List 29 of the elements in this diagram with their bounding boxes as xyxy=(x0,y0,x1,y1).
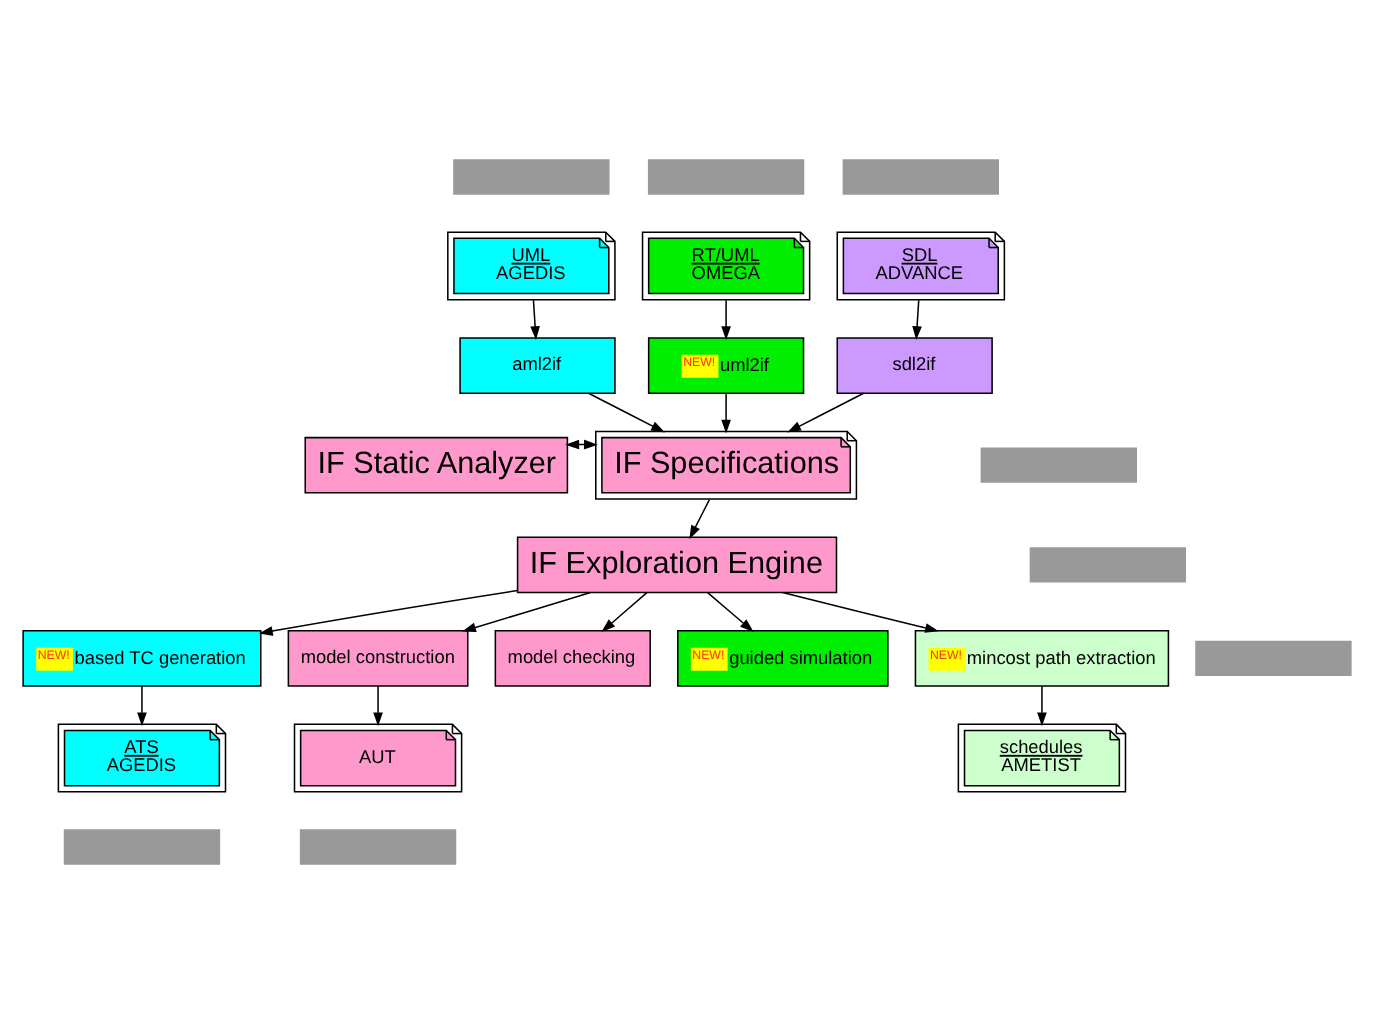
node-box: sdl2if xyxy=(836,337,993,394)
arrow xyxy=(137,685,147,727)
arrow xyxy=(781,591,939,633)
arrow xyxy=(601,591,648,632)
node-box: model checking xyxy=(494,630,651,687)
node-box xyxy=(1195,640,1352,677)
arrow xyxy=(721,299,731,341)
node-box xyxy=(1029,547,1187,583)
node-box xyxy=(63,829,221,865)
arrow xyxy=(1037,685,1047,727)
node-box xyxy=(647,159,805,195)
arrow xyxy=(912,299,922,341)
arrow xyxy=(706,591,754,632)
node-box: model construction xyxy=(287,630,469,687)
node-box xyxy=(453,159,610,195)
node-box: IF Exploration Engine xyxy=(516,536,838,594)
node-box xyxy=(980,447,1137,483)
node-box: aml2if xyxy=(459,337,616,394)
arrow xyxy=(258,589,519,636)
arrow xyxy=(462,591,592,633)
node-box xyxy=(299,829,457,865)
arrow xyxy=(721,392,731,434)
arrow xyxy=(689,498,711,540)
arrow xyxy=(373,685,383,727)
arrow xyxy=(787,392,865,433)
node-box xyxy=(842,159,999,195)
node-box: IF Static Analyzer xyxy=(304,436,569,494)
arrow xyxy=(587,392,665,433)
arrow xyxy=(530,299,540,341)
